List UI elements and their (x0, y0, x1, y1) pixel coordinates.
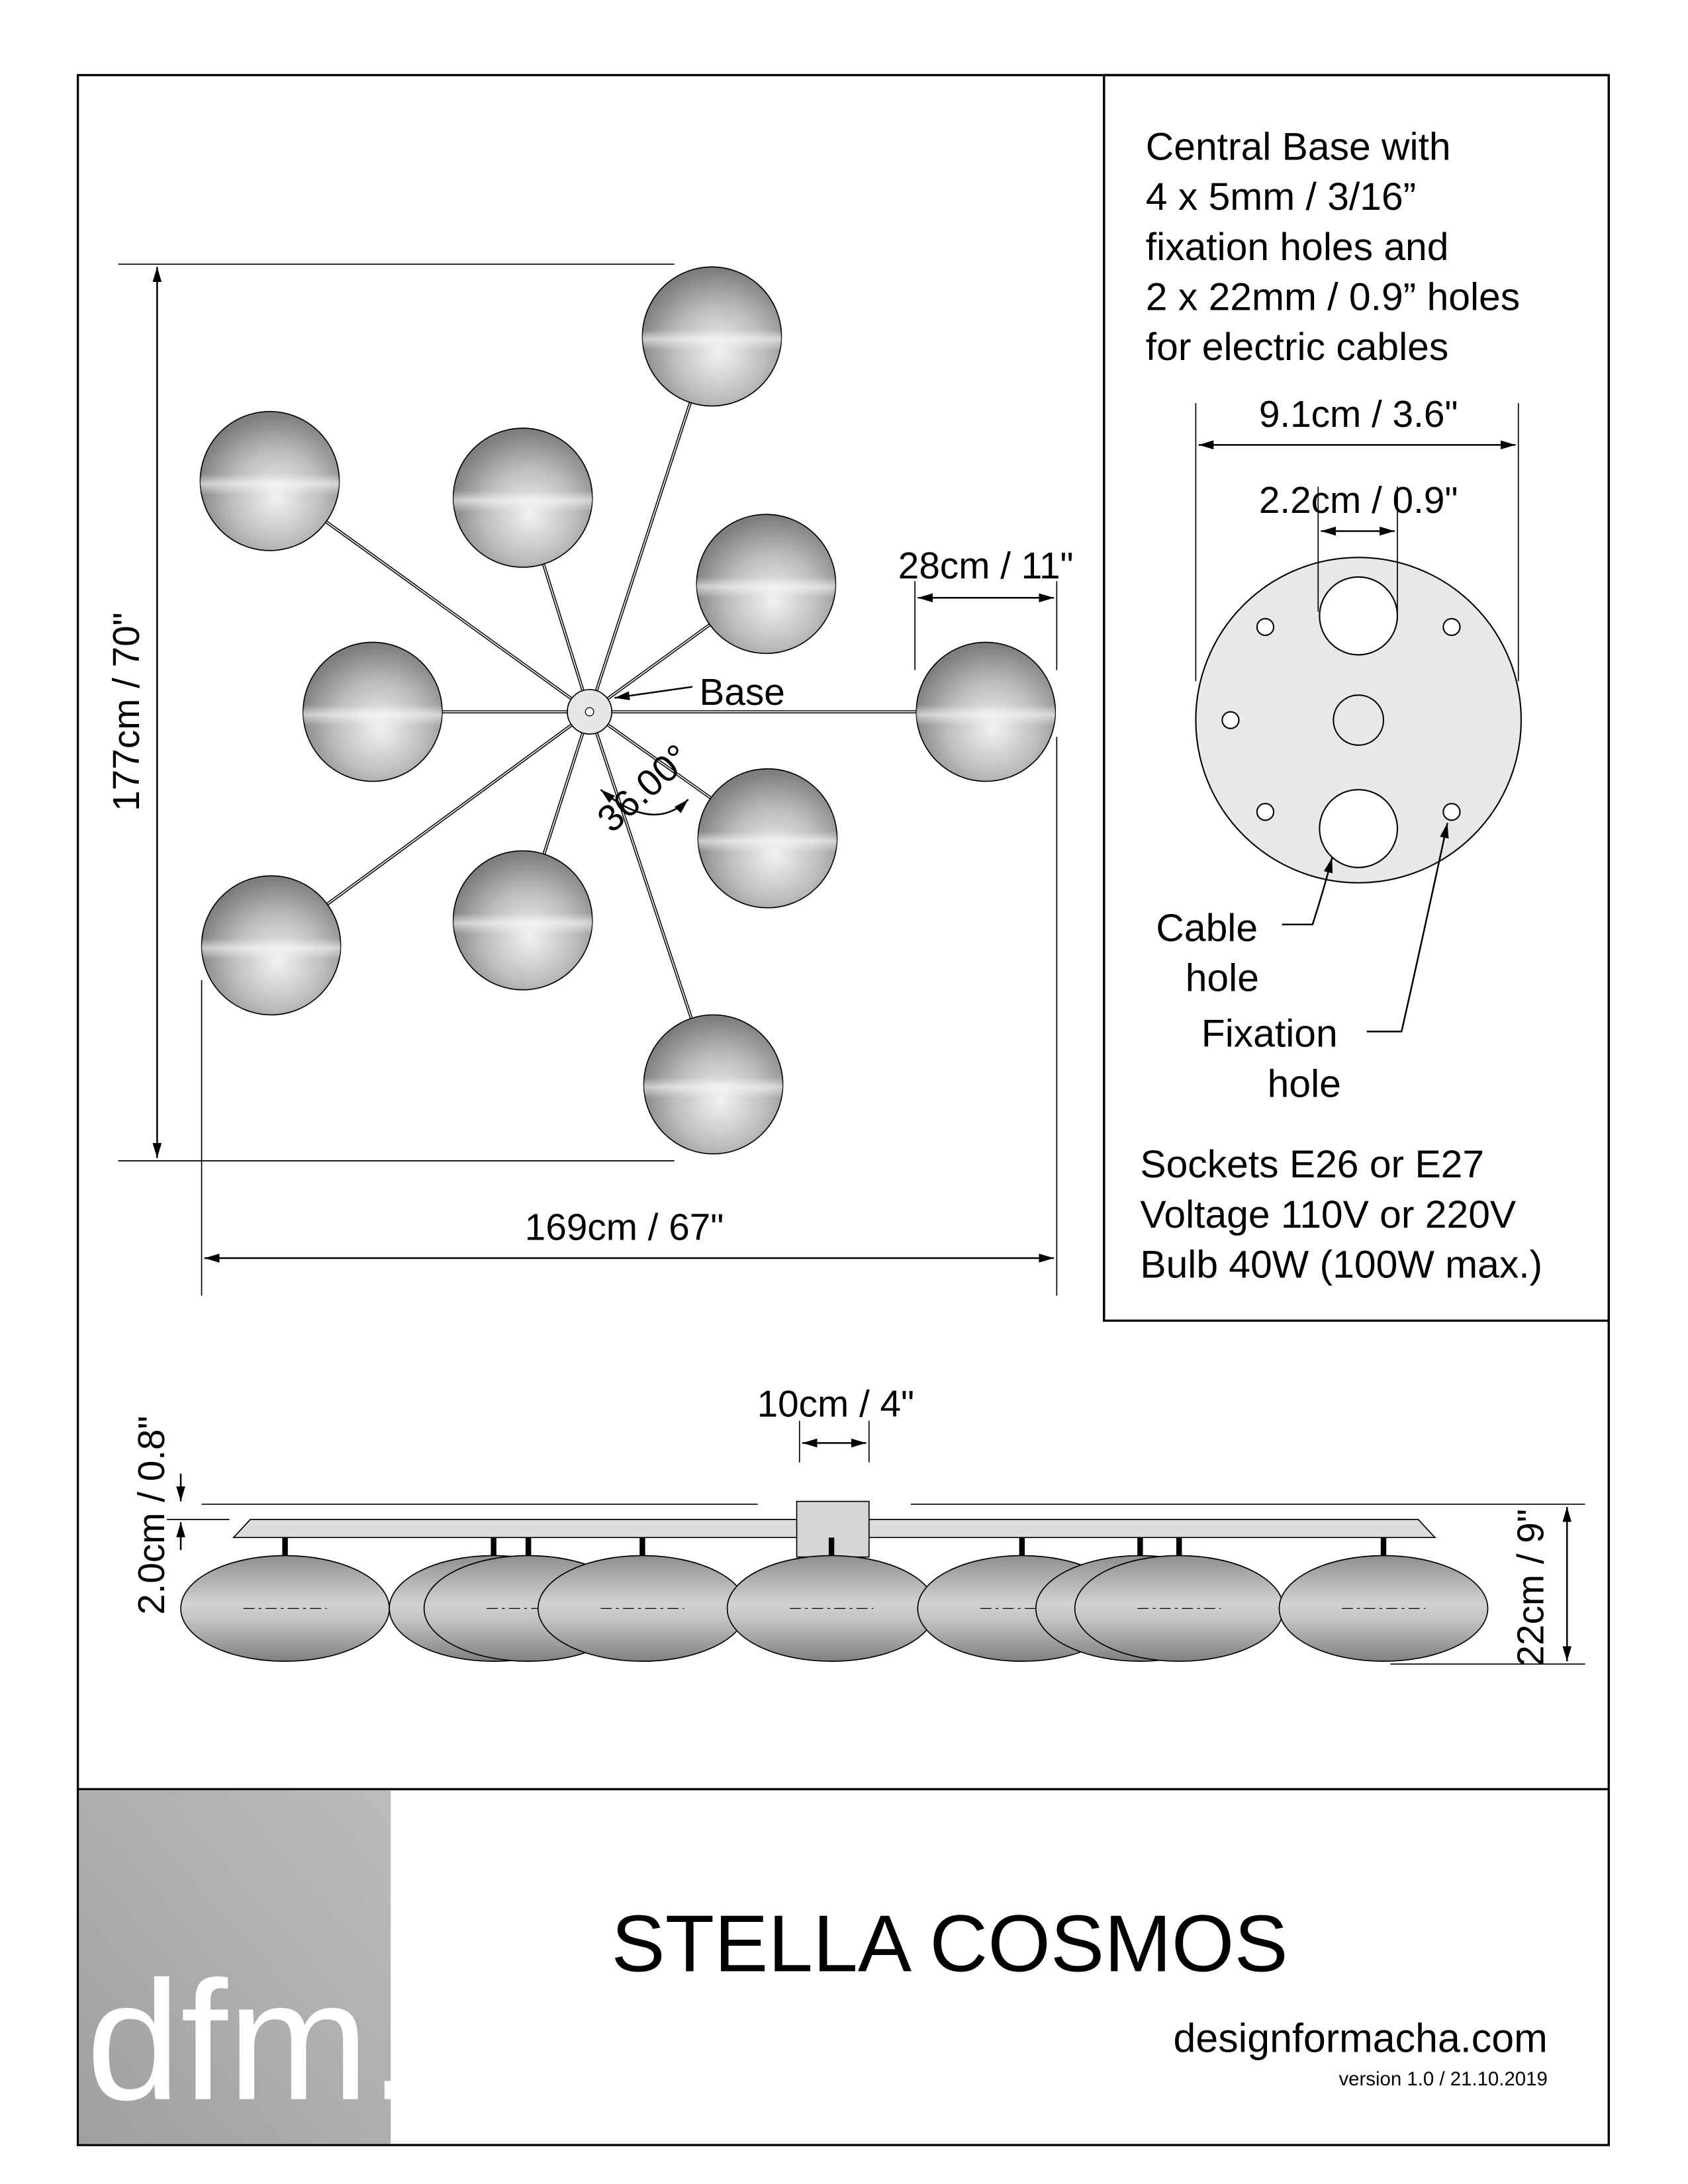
base-description-line: 4 x 5mm / 3/16” (1146, 175, 1416, 218)
side-globe (538, 1555, 747, 1662)
globe-dimension: 28cm / 11" (898, 545, 1074, 670)
height-dimension-label: 177cm / 70" (106, 612, 148, 811)
plan-view (199, 266, 1056, 1155)
side-globe (1278, 1555, 1489, 1662)
fixation-hole (1256, 803, 1275, 821)
globe-highlight (453, 850, 592, 990)
cable-hole (1319, 576, 1399, 656)
side-height-dimension: 22cm / 9" (1390, 1506, 1585, 1666)
spec-line: Voltage 110V or 220V (1140, 1193, 1516, 1236)
fixation-hole-label: hole (1268, 1062, 1341, 1105)
base-diameter-label: 9.1cm / 3.6" (1259, 394, 1458, 435)
width-dimension-label: 169cm / 67" (525, 1207, 724, 1249)
width-dimension: 169cm / 67" (201, 737, 1058, 1296)
globe-highlight (643, 1015, 783, 1154)
globe-highlight (642, 267, 782, 406)
base-detail-panel (1103, 73, 1610, 1322)
globe-highlight (201, 876, 341, 1015)
globe-highlight (696, 514, 836, 654)
base-description-line: for electric cables (1146, 326, 1449, 369)
plate-dimension: 2.0cm / 0.8" (131, 1416, 230, 1615)
fixation-hole (1256, 617, 1275, 637)
side-globe (726, 1555, 937, 1662)
side-view (180, 1500, 1585, 1662)
base-description-line: 2 x 22mm / 0.9” holes (1146, 275, 1520, 318)
spec-line: Bulb 40W (100W max.) (1140, 1243, 1542, 1286)
globe-highlight (453, 428, 592, 568)
globe-dimension-label: 28cm / 11" (898, 545, 1074, 587)
website: designformacha.com (1173, 2015, 1547, 2060)
base-center-hole (585, 707, 594, 717)
globe-highlight (916, 642, 1056, 782)
side-base-dimension-label: 10cm / 4" (757, 1383, 915, 1425)
hole-dimension: 2.2cm / 0.9" (1259, 480, 1458, 612)
globe-highlight (303, 642, 442, 782)
base-leader (614, 686, 693, 701)
height-dimension: 177cm / 70" (106, 263, 675, 1161)
side-globe (180, 1555, 390, 1662)
fixation-hole-leader (1366, 823, 1449, 1032)
base-diameter-dimension: 9.1cm / 3.6" (1195, 394, 1519, 682)
base-label: Base (700, 672, 785, 713)
angle-arc (600, 789, 689, 816)
cable-hole-leader (1282, 857, 1333, 926)
cable-hole-label: hole (1186, 957, 1259, 1000)
hole-dimension-label: 2.2cm / 0.9" (1259, 480, 1458, 522)
logo-box (79, 1790, 391, 2144)
plate-dimension-label: 2.0cm / 0.8" (131, 1416, 173, 1615)
side-globe (1074, 1555, 1284, 1662)
base-description-line: fixation holes and (1146, 226, 1449, 269)
version: version 1.0 / 21.10.2019 (1338, 2068, 1547, 2090)
dfm-logo: dfm. (86, 1946, 416, 2136)
fixation-hole-label: Fixation (1201, 1013, 1338, 1056)
fixation-hole (1442, 617, 1461, 637)
center-boss (1333, 694, 1385, 746)
product-name: STELLA COSMOS (612, 1899, 1288, 1989)
cable-hole-label: Cable (1156, 907, 1258, 950)
side-height-label: 22cm / 9" (1511, 1509, 1552, 1666)
base-description-line: Central Base with (1146, 126, 1451, 169)
fixation-hole (1442, 803, 1461, 821)
globe-highlight (698, 768, 837, 908)
side-base-dimension: 10cm / 4" (757, 1383, 915, 1463)
spec-line: Sockets E26 or E27 (1140, 1143, 1484, 1186)
globe-highlight (200, 411, 340, 551)
cable-hole (1319, 789, 1399, 868)
fixation-hole (1221, 711, 1240, 729)
